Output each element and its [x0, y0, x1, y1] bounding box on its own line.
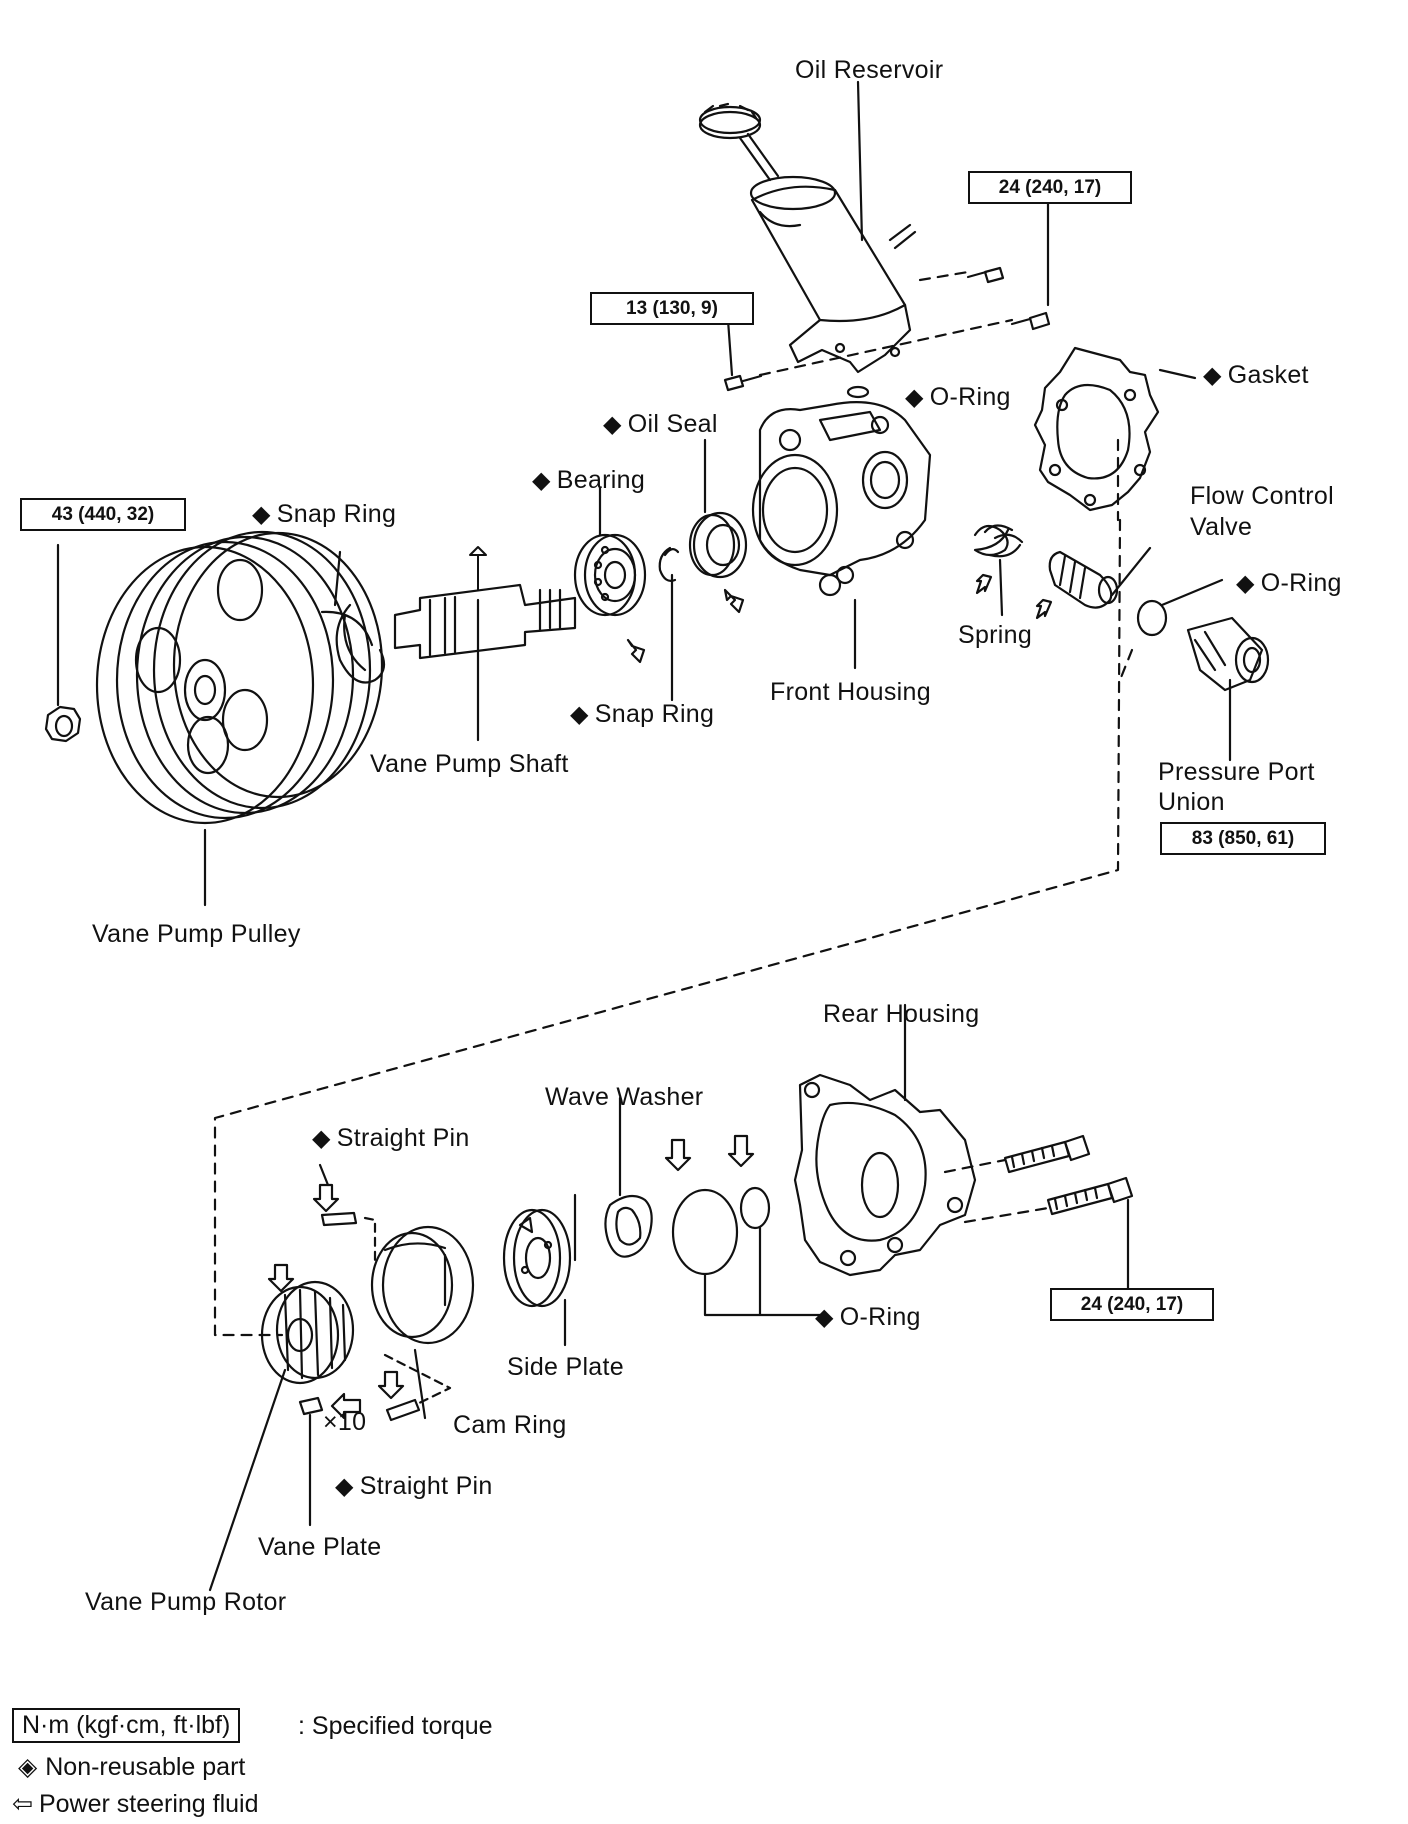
fluid-arrow-icon: ⇦ — [12, 1790, 33, 1818]
vane-pump-shaft-drawing — [393, 546, 577, 742]
label-oil-reservoir: Oil Reservoir — [795, 56, 944, 84]
label-o-ring-bottom: ◆O-Ring — [815, 1305, 921, 1330]
label-vane-pump-pulley: Vane Pump Pulley — [92, 920, 301, 948]
straight-pin-top-text: Straight Pin — [336, 1124, 470, 1152]
snap-ring-left-drawing — [320, 550, 386, 684]
o-ring-bottom-text: O-Ring — [839, 1303, 921, 1331]
label-flow-control-valve-line1: Flow Control — [1190, 482, 1334, 510]
flow-control-valve-drawing — [1035, 546, 1152, 620]
label-gasket: ◆Gasket — [1203, 363, 1309, 388]
reservoir-leaders — [726, 80, 1050, 377]
label-front-housing: Front Housing — [770, 678, 931, 706]
bearing-drawing — [573, 486, 647, 664]
label-o-ring-right: ◆O-Ring — [1236, 571, 1342, 596]
pressure-port-union-drawing — [1186, 616, 1270, 762]
o-ring-top-text: O-Ring — [929, 383, 1011, 411]
nonreusable-icon: ◆ — [905, 384, 924, 411]
nonreusable-icon: ◆ — [603, 411, 622, 438]
snap-ring-middle-drawing — [658, 546, 680, 702]
gasket-drawing — [1033, 346, 1197, 522]
reservoir-bolts-drawing — [723, 266, 1051, 399]
gasket-text: Gasket — [1227, 361, 1309, 389]
legend-fluid: ⇦Power steering fluid — [12, 1792, 259, 1817]
nonreusable-icon: ◆ — [1236, 570, 1255, 597]
label-rear-housing: Rear Housing — [823, 1000, 980, 1028]
torque-box-reservoir-left: 13 (130, 9) — [590, 292, 754, 325]
torque-box-reservoir-right: 24 (240, 17) — [968, 171, 1132, 204]
cam-ring-drawing — [370, 1225, 475, 1420]
label-snap-ring-left: ◆Snap Ring — [252, 502, 396, 527]
label-straight-pin-top: ◆Straight Pin — [312, 1126, 470, 1151]
nonreusable-legend-icon: ◈ — [18, 1753, 38, 1781]
nonreusable-icon: ◆ — [335, 1473, 354, 1500]
legend-nonreusable: ◈Non-reusable part — [18, 1755, 245, 1780]
label-cam-ring: Cam Ring — [453, 1411, 567, 1439]
nonreusable-icon: ◆ — [815, 1304, 834, 1331]
o-ring-right-text: O-Ring — [1260, 569, 1342, 597]
label-spring: Spring — [958, 621, 1033, 649]
oil-reservoir-drawing — [698, 102, 917, 374]
vane-pump-pulley-drawing — [95, 530, 384, 907]
front-housing-drawing — [751, 401, 932, 670]
straight-pins-drawing — [312, 1183, 452, 1422]
label-snap-ring-middle: ◆Snap Ring — [570, 702, 714, 727]
label-side-plate: Side Plate — [507, 1353, 624, 1381]
torque-box-pulley-nut: 43 (440, 32) — [20, 498, 186, 531]
oil-seal-drawing — [688, 438, 748, 614]
label-vane-pump-rotor: Vane Pump Rotor — [85, 1588, 287, 1616]
label-flow-control-valve-line2: Valve — [1190, 513, 1253, 541]
o-ring-right-drawing — [1136, 578, 1224, 637]
label-pressure-port-union-line1: Pressure Port — [1158, 758, 1315, 786]
o-rings-bottom-drawing — [664, 1134, 827, 1317]
label-times-10: ×10 — [323, 1408, 367, 1436]
nonreusable-icon: ◆ — [1203, 362, 1222, 389]
legend-torque-text: : Specified torque — [298, 1712, 493, 1740]
pulley-nut-drawing — [44, 543, 82, 743]
straight-pin-bottom-text: Straight Pin — [359, 1472, 493, 1500]
legend-torque-box: N·m (kgf·cm, ft·lbf) — [12, 1708, 241, 1743]
bottom-leaders — [318, 1163, 577, 1262]
vane-plate-drawing — [298, 1392, 362, 1527]
spring-drawing — [973, 524, 1024, 617]
label-vane-pump-shaft: Vane Pump Shaft — [370, 750, 569, 778]
torque-box-pressure-port-union: 83 (850, 61) — [1160, 822, 1326, 855]
nonreusable-icon: ◆ — [252, 501, 271, 528]
label-o-ring-top: ◆O-Ring — [905, 385, 1011, 410]
rear-housing-drawing — [793, 1003, 977, 1277]
oil-seal-text: Oil Seal — [627, 410, 718, 438]
rear-housing-bolts-drawing — [943, 1134, 1134, 1292]
legend-fluid-text: Power steering fluid — [38, 1790, 259, 1818]
label-pressure-port-union-line2: Union — [1158, 788, 1225, 816]
label-vane-plate: Vane Plate — [258, 1533, 382, 1561]
bearing-text: Bearing — [556, 466, 646, 494]
wave-washer-drawing — [604, 1096, 653, 1258]
nonreusable-icon: ◆ — [570, 701, 589, 728]
assembly-dashed-path — [213, 518, 1134, 1337]
nonreusable-icon: ◆ — [312, 1125, 331, 1152]
label-wave-washer: Wave Washer — [545, 1083, 704, 1111]
snap-ring-left-text: Snap Ring — [276, 500, 397, 528]
side-plate-drawing — [502, 1208, 572, 1347]
label-bearing: ◆Bearing — [532, 468, 645, 493]
label-oil-seal: ◆Oil Seal — [603, 412, 718, 437]
snap-ring-middle-text: Snap Ring — [594, 700, 715, 728]
torque-box-rear-housing: 24 (240, 17) — [1050, 1288, 1214, 1321]
nonreusable-icon: ◆ — [532, 467, 551, 494]
legend-nonreusable-text: Non-reusable part — [45, 1753, 246, 1781]
label-straight-pin-bottom: ◆Straight Pin — [335, 1474, 493, 1499]
vane-pump-rotor-drawing — [208, 1263, 355, 1592]
